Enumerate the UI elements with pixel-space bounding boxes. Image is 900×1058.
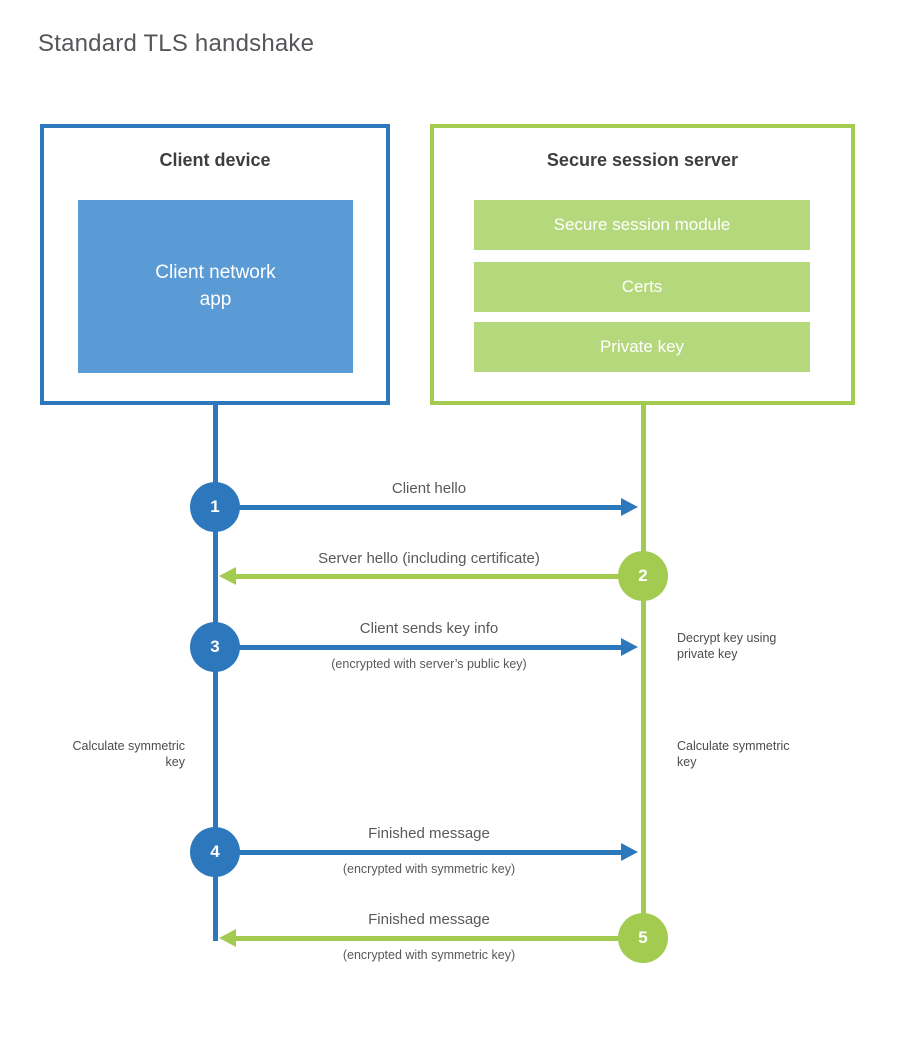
step-4-arrow-line [215,850,623,855]
step-5-badge: 5 [618,913,668,963]
step-2-badge: 2 [618,551,668,601]
annotation-calculate-symmetric-key-server: Calculate symmetric key [677,739,790,769]
client-lifeline [213,405,218,941]
step-4-label: Finished message [368,825,490,842]
server-lifeline [641,405,646,938]
step-4-badge: 4 [190,827,240,877]
annotation-decrypt-key: Decrypt key using private key [677,631,777,661]
secure-session-server-box: Secure session server Secure session mod… [430,124,855,405]
step-5-number: 5 [638,928,648,947]
step-3-sublabel: (encrypted with server’s public key) [331,657,527,671]
step-3-label: Client sends key info [359,620,499,637]
step-3-arrow-line [215,645,623,650]
secure-session-server-title: Secure session server [546,150,739,170]
step-5-arrowhead-left-icon [219,929,236,947]
step-1-number: 1 [210,497,220,516]
step-1-badge: 1 [190,482,240,532]
page-title: Standard TLS handshake [38,30,315,57]
step-4-number: 4 [210,842,220,861]
step-2-number: 2 [638,566,648,585]
step-1-arrow-line [215,505,623,510]
step-4-arrowhead-right-icon [621,843,638,861]
step-1-label: Client hello [391,480,467,497]
client-device-title: Client device [159,150,271,170]
annotation-calculate-symmetric-key-client: Calculate symmetric key [72,739,185,769]
server-module-certs: Certs [474,262,810,312]
step-3-number: 3 [210,637,220,656]
step-5-arrow-line [235,936,643,941]
step-3-arrowhead-right-icon [621,638,638,656]
step-1-arrowhead-right-icon [621,498,638,516]
server-module-secure-session: Secure session module [474,200,810,250]
server-module-private-key: Private key [474,322,810,372]
step-2-arrowhead-left-icon [219,567,236,585]
step-4-sublabel: (encrypted with symmetric key) [342,862,516,876]
step-2-label: Server hello (including certificate) [318,550,540,567]
client-network-app-box: Client network app [78,200,353,373]
step-5-label: Finished message [368,911,490,928]
step-3-badge: 3 [190,622,240,672]
client-device-box: Client device Client network app [40,124,390,405]
step-5-sublabel: (encrypted with symmetric key) [342,948,516,962]
step-2-arrow-line [235,574,643,579]
